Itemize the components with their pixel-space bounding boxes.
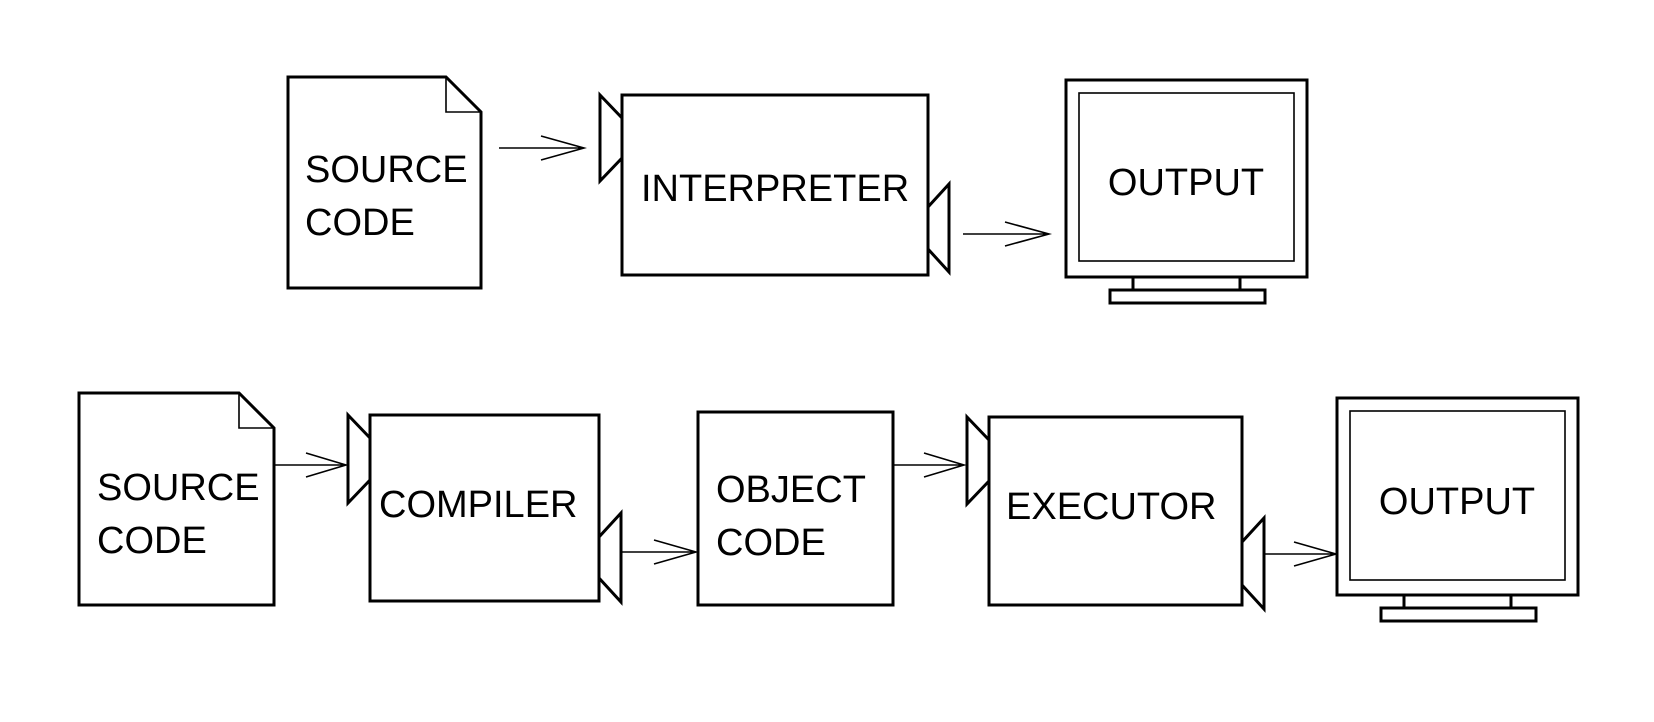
monitor-base <box>1108 288 1267 305</box>
object-code-rect <box>696 410 895 607</box>
compiler-output-port <box>597 509 623 606</box>
compiler-box: COMPILER <box>346 411 623 606</box>
monitor-screen <box>1349 410 1566 581</box>
document-icon <box>77 391 276 607</box>
compiler-flow: SOURCE CODE COMPILER OBJECT CODE <box>77 391 1580 623</box>
interpreter-box: INTERPRETER <box>598 91 951 277</box>
monitor-neck <box>1402 593 1513 610</box>
arrow-source-to-interpreter <box>499 135 587 161</box>
object-code-box: OBJECT CODE <box>696 410 895 607</box>
output-label: OUTPUT <box>1108 162 1264 204</box>
output-label: OUTPUT <box>1379 481 1535 523</box>
object-code-label-line2: CODE <box>716 522 826 564</box>
monitor-frame <box>1064 78 1309 279</box>
compiler-label: COMPILER <box>379 484 577 526</box>
arrow-object-to-executor <box>893 452 967 478</box>
object-code-label-line1: OBJECT <box>716 469 866 511</box>
interpreter-flow: SOURCE CODE INTERPRETER OUTPUT <box>286 75 1309 305</box>
interpreter-rect <box>620 93 930 277</box>
executor-rect <box>987 415 1244 607</box>
source-code-label-line1: SOURCE <box>97 467 260 509</box>
source-code-label-line1: SOURCE <box>305 149 468 191</box>
compiler-input-port <box>346 411 372 507</box>
document-fold <box>238 393 274 429</box>
output-monitor-2: OUTPUT <box>1335 396 1580 623</box>
monitor-neck <box>1131 275 1242 292</box>
arrow-interpreter-to-output <box>963 221 1053 247</box>
executor-label: EXECUTOR <box>1006 486 1216 528</box>
source-code-label-line2: CODE <box>305 202 415 244</box>
executor-output-port <box>1240 514 1266 613</box>
monitor-frame <box>1335 396 1580 597</box>
interpreter-label: INTERPRETER <box>641 168 909 210</box>
source-code-document-2: SOURCE CODE <box>77 391 276 607</box>
source-code-label-line2: CODE <box>97 520 207 562</box>
monitor-screen <box>1078 92 1295 262</box>
compiler-rect <box>368 413 601 603</box>
interpreter-output-port <box>926 180 951 276</box>
source-code-document: SOURCE CODE <box>286 75 483 290</box>
executor-input-port <box>965 413 991 508</box>
arrow-compiler-to-object <box>621 539 699 565</box>
document-fold <box>445 77 481 113</box>
arrow-source-to-compiler <box>274 452 349 478</box>
interpreter-input-port <box>598 91 624 185</box>
output-monitor: OUTPUT <box>1064 78 1309 305</box>
document-icon <box>286 75 483 290</box>
executor-box: EXECUTOR <box>965 413 1266 613</box>
arrow-executor-to-output <box>1264 541 1339 567</box>
monitor-base <box>1379 606 1538 623</box>
